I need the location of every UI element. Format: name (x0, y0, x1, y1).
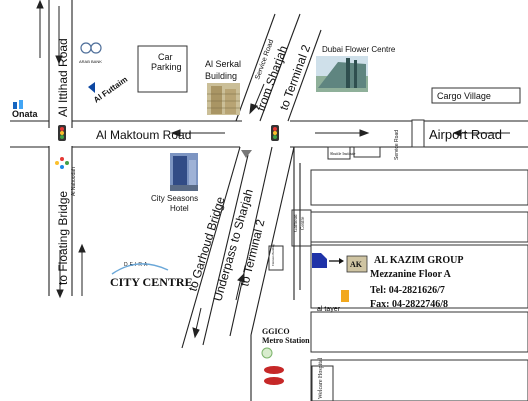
road-lines (10, 0, 528, 401)
al-ittihad-road-label: Al Ittihad Road (56, 38, 70, 117)
svg-text:Onata: Onata (12, 109, 39, 119)
car-parking-label: Car (158, 52, 173, 62)
welcare-hospital-label: Welcare Hospital (318, 357, 324, 399)
city-blocks (137, 45, 528, 401)
garhoud-centre-label-2: Centre (301, 216, 306, 230)
city-seasons-hotel-label: City Seasons (151, 194, 198, 203)
svg-text:Al Naboodah: Al Naboodah (71, 167, 77, 196)
al-serkal-building-photo (207, 83, 240, 115)
company-tel: Tel: 04-2821626/7 (370, 285, 445, 296)
svg-text:AK: AK (350, 260, 363, 269)
cargo-village-label: Cargo Village (437, 91, 491, 101)
underpass-marker-icon (241, 150, 252, 158)
onata-logo: Onata (12, 100, 39, 119)
metro-icon (261, 347, 273, 359)
al-naboodah-logo: Al Naboodah (55, 157, 77, 196)
direction-arrows (36, 0, 510, 339)
restaurant-logo-icon (264, 366, 284, 385)
company-fax: Fax: 04-2822746/8 (370, 299, 448, 310)
arab-bank-logo: ARAB BANK (79, 42, 102, 64)
svg-text:DEIRA: DEIRA (124, 262, 149, 268)
al-kazim-location: AK (312, 253, 368, 273)
deira-city-centre-logo: DEIRA CITY CENTRE (110, 262, 193, 289)
city-seasons-hotel-label-2: Hotel (170, 204, 189, 213)
company-name: AL KAZIM GROUP (374, 255, 463, 266)
al-maktoum-road-label: Al Maktoum Road (96, 128, 191, 142)
emirates-building-label: Emirates Building (271, 244, 275, 266)
svg-text:ARAB BANK: ARAB BANK (79, 59, 102, 64)
flower-centre-photo (316, 56, 368, 92)
al-serkal-building-label: Al Serkal (205, 59, 241, 69)
al-serkal-building-label-2: Building (205, 71, 237, 81)
airport-road-label: Airport Road (429, 127, 502, 142)
ggico-label: GGICO (262, 327, 290, 336)
svg-text:CITY CENTRE: CITY CENTRE (110, 275, 193, 289)
traffic-light-icon (271, 125, 279, 141)
metro-station-label: Metro Station (262, 336, 310, 345)
shuttle-institute-label: Shuttle Institute (330, 151, 356, 156)
al-tayer-logo: al tayer (317, 290, 349, 313)
dubai-flower-centre-label: Dubai Flower Centre (322, 45, 396, 54)
traffic-light-icon (58, 125, 66, 141)
service-road-2-label: Service Road (394, 130, 400, 160)
car-parking-label-2: Parking (151, 62, 182, 72)
garhoud-centre-label: Garhoud (294, 214, 299, 232)
city-seasons-hotel-photo (170, 153, 198, 191)
company-floor: Mezzanine Floor A (370, 269, 452, 280)
svg-text:Al Futtaim: Al Futtaim (92, 75, 129, 105)
svg-text:al tayer: al tayer (317, 306, 341, 313)
al-futtaim-logo: Al Futtaim (88, 75, 129, 105)
floating-bridge-label: to Floating Bridge (56, 191, 70, 285)
